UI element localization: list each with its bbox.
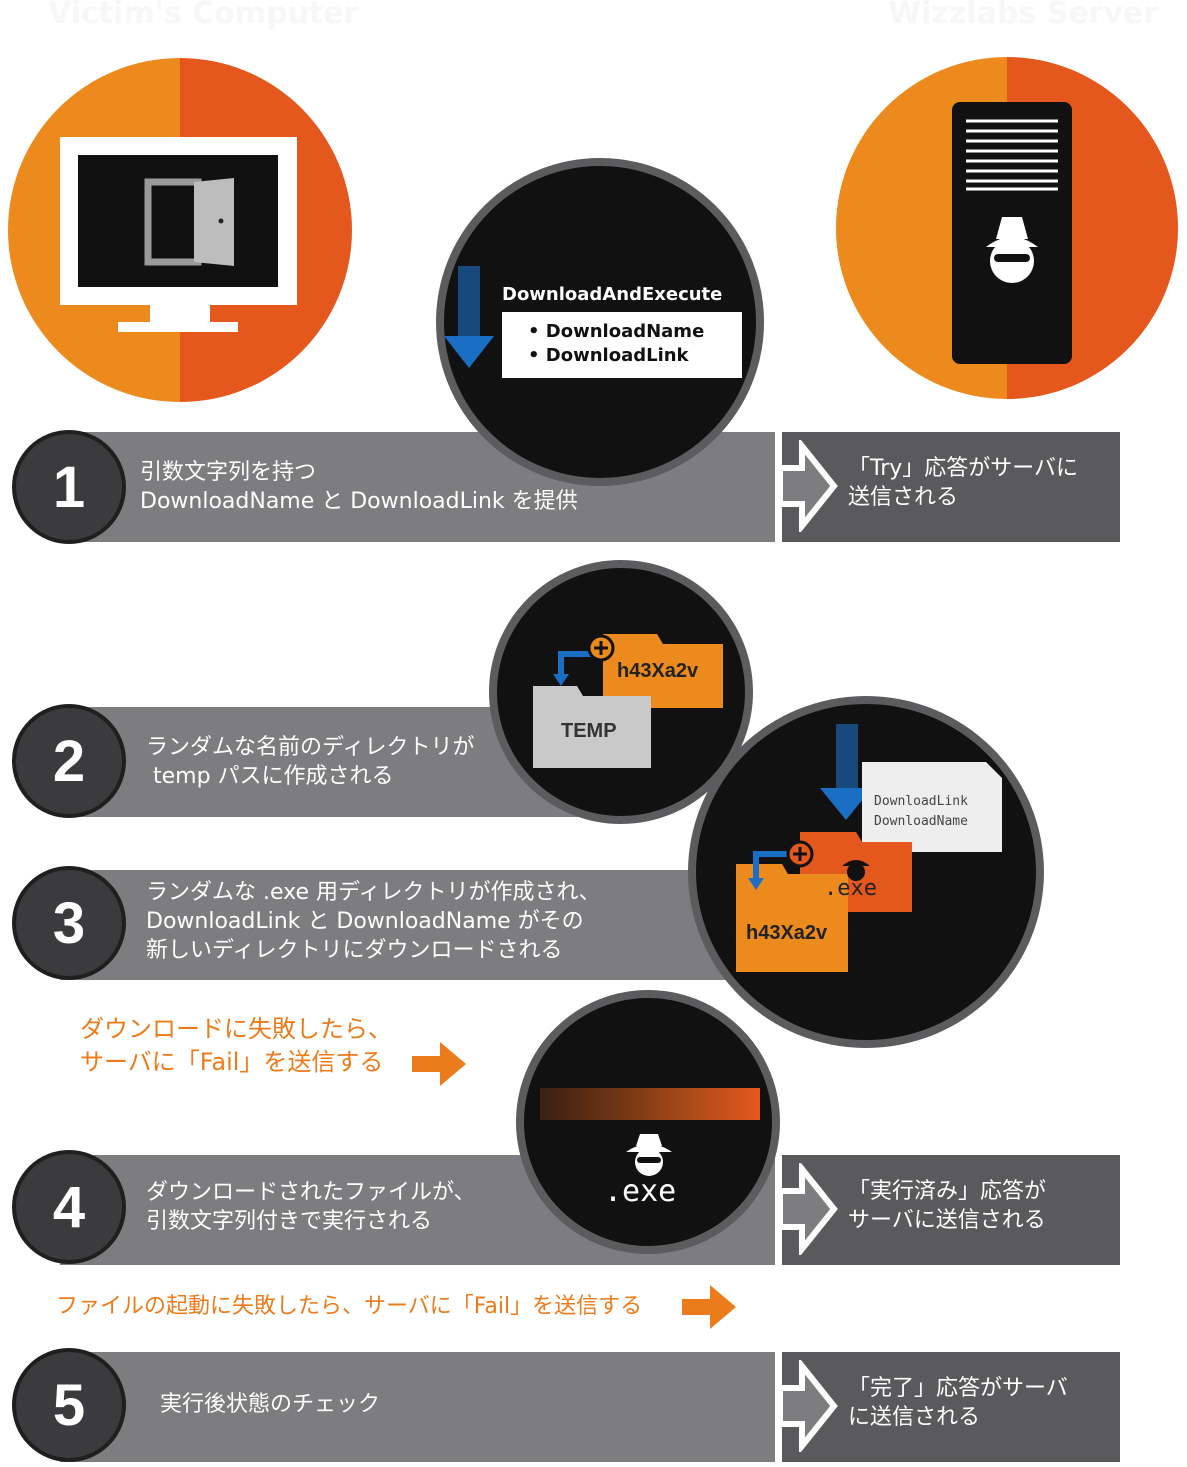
victim-header: Victim's Computer: [48, 0, 359, 31]
arrow-right-icon: [777, 1163, 838, 1255]
text-line: ダウンロードされたファイルが、: [146, 1180, 476, 1205]
orange-arrow-icon: [412, 1042, 466, 1086]
response-line: サーバに送信される: [848, 1208, 1046, 1233]
step-1-text: 引数文字列を持つ DownloadName と DownloadLink を提供: [140, 458, 578, 516]
step-number-2: 2: [12, 704, 126, 818]
server-circle: [836, 57, 1178, 399]
exe-label: .exe: [604, 1174, 677, 1209]
launch-fail-note: ファイルの起動に失敗したら、サーバに「Fail」を送信する: [56, 1294, 643, 1319]
exe-label: .exe: [824, 876, 877, 901]
argument-link: DownloadLink: [545, 345, 689, 366]
server-icon: [952, 102, 1072, 364]
step-4-text: ダウンロードされたファイルが、引数文字列付きで実行される: [146, 1178, 476, 1236]
response-line: 「実行済み」応答が: [848, 1179, 1047, 1204]
download-arrow-icon: [444, 266, 494, 368]
progress-bar: [540, 1088, 760, 1120]
text-line: 新しいディレクトリにダウンロードされる: [146, 938, 563, 963]
new-folder-label: h43Xa2v: [617, 660, 699, 682]
text-line: ランダムな名前のディレクトリが: [146, 735, 475, 760]
step-number-3: 3: [12, 866, 126, 980]
spy-icon: [986, 217, 1038, 283]
temp-folder-label: TEMP: [561, 720, 617, 742]
orange-arrow-icon: [682, 1285, 736, 1329]
step-5-bar: [60, 1352, 775, 1462]
text-line: temp パスに作成される: [146, 764, 394, 789]
response-line: に送信される: [848, 1405, 981, 1430]
response-line: 「Try」応答がサーバに: [848, 456, 1079, 481]
text-line: 引数文字列を持つ: [140, 460, 317, 485]
response-line: 「完了」応答がサーバ: [848, 1376, 1068, 1401]
argument-item: • DownloadName: [528, 321, 705, 342]
step-number-1: 1: [12, 430, 126, 544]
text-line: ランダムな .exe 用ディレクトリが作成され、: [146, 880, 601, 905]
spy-icon: [626, 1134, 672, 1176]
function-title: DownloadAndExecute: [502, 284, 723, 305]
victim-computer-circle: [8, 58, 352, 402]
download-fail-note: ダウンロードに失敗したら、サーバに「Fail」を送信する: [80, 1013, 392, 1079]
step-3-text: ランダムな .exe 用ディレクトリが作成され、 DownloadLink と D…: [146, 878, 601, 965]
note-line: サーバに「Fail」を送信する: [80, 1048, 384, 1076]
text-line: DownloadName と DownloadLink を提供: [140, 489, 578, 514]
monitor-icon: [60, 137, 297, 332]
argument-list: • DownloadName • DownloadLink: [502, 312, 742, 378]
server-header: Wizzlabs Server: [888, 0, 1159, 31]
note-line: ダウンロードに失敗したら、: [80, 1015, 392, 1043]
folder-icons: [533, 634, 723, 768]
step-5-text: 実行後状態のチェック: [160, 1392, 381, 1417]
text-line: DownloadLink と DownloadName がその: [146, 909, 584, 934]
step-3-bar: [60, 870, 740, 980]
step-2-text: ランダムな名前のディレクトリが temp パスに作成される: [146, 733, 474, 791]
download-icons: [736, 724, 1002, 972]
doc-line: DownloadLink: [874, 794, 968, 809]
execute-circle: .exe: [516, 990, 780, 1254]
server-response-1: 「Try」応答がサーバに送信される: [782, 432, 1120, 542]
arrow-right-icon: [777, 1360, 838, 1452]
temp-folder-circle: h43Xa2v TEMP: [489, 560, 753, 824]
server-response-5: 「完了」応答がサーバに送信される: [782, 1352, 1120, 1462]
response-line: 送信される: [848, 485, 959, 510]
doc-line: DownloadName: [874, 814, 968, 829]
step-number-4: 4: [12, 1150, 126, 1264]
folder-label: h43Xa2v: [746, 922, 828, 944]
spy-icon: [842, 860, 870, 881]
door-icon: [144, 178, 234, 266]
arrow-right-icon: [777, 440, 838, 532]
argument-item: • DownloadLink: [528, 345, 689, 366]
text-line: 引数文字列付きで実行される: [146, 1209, 433, 1234]
server-response-4: 「実行済み」応答がサーバに送信される: [782, 1155, 1120, 1265]
download-execute-circle: DownloadAndExecute • DownloadName • Down…: [436, 158, 764, 486]
step-number-5: 5: [12, 1348, 126, 1462]
argument-name: DownloadName: [545, 321, 705, 342]
